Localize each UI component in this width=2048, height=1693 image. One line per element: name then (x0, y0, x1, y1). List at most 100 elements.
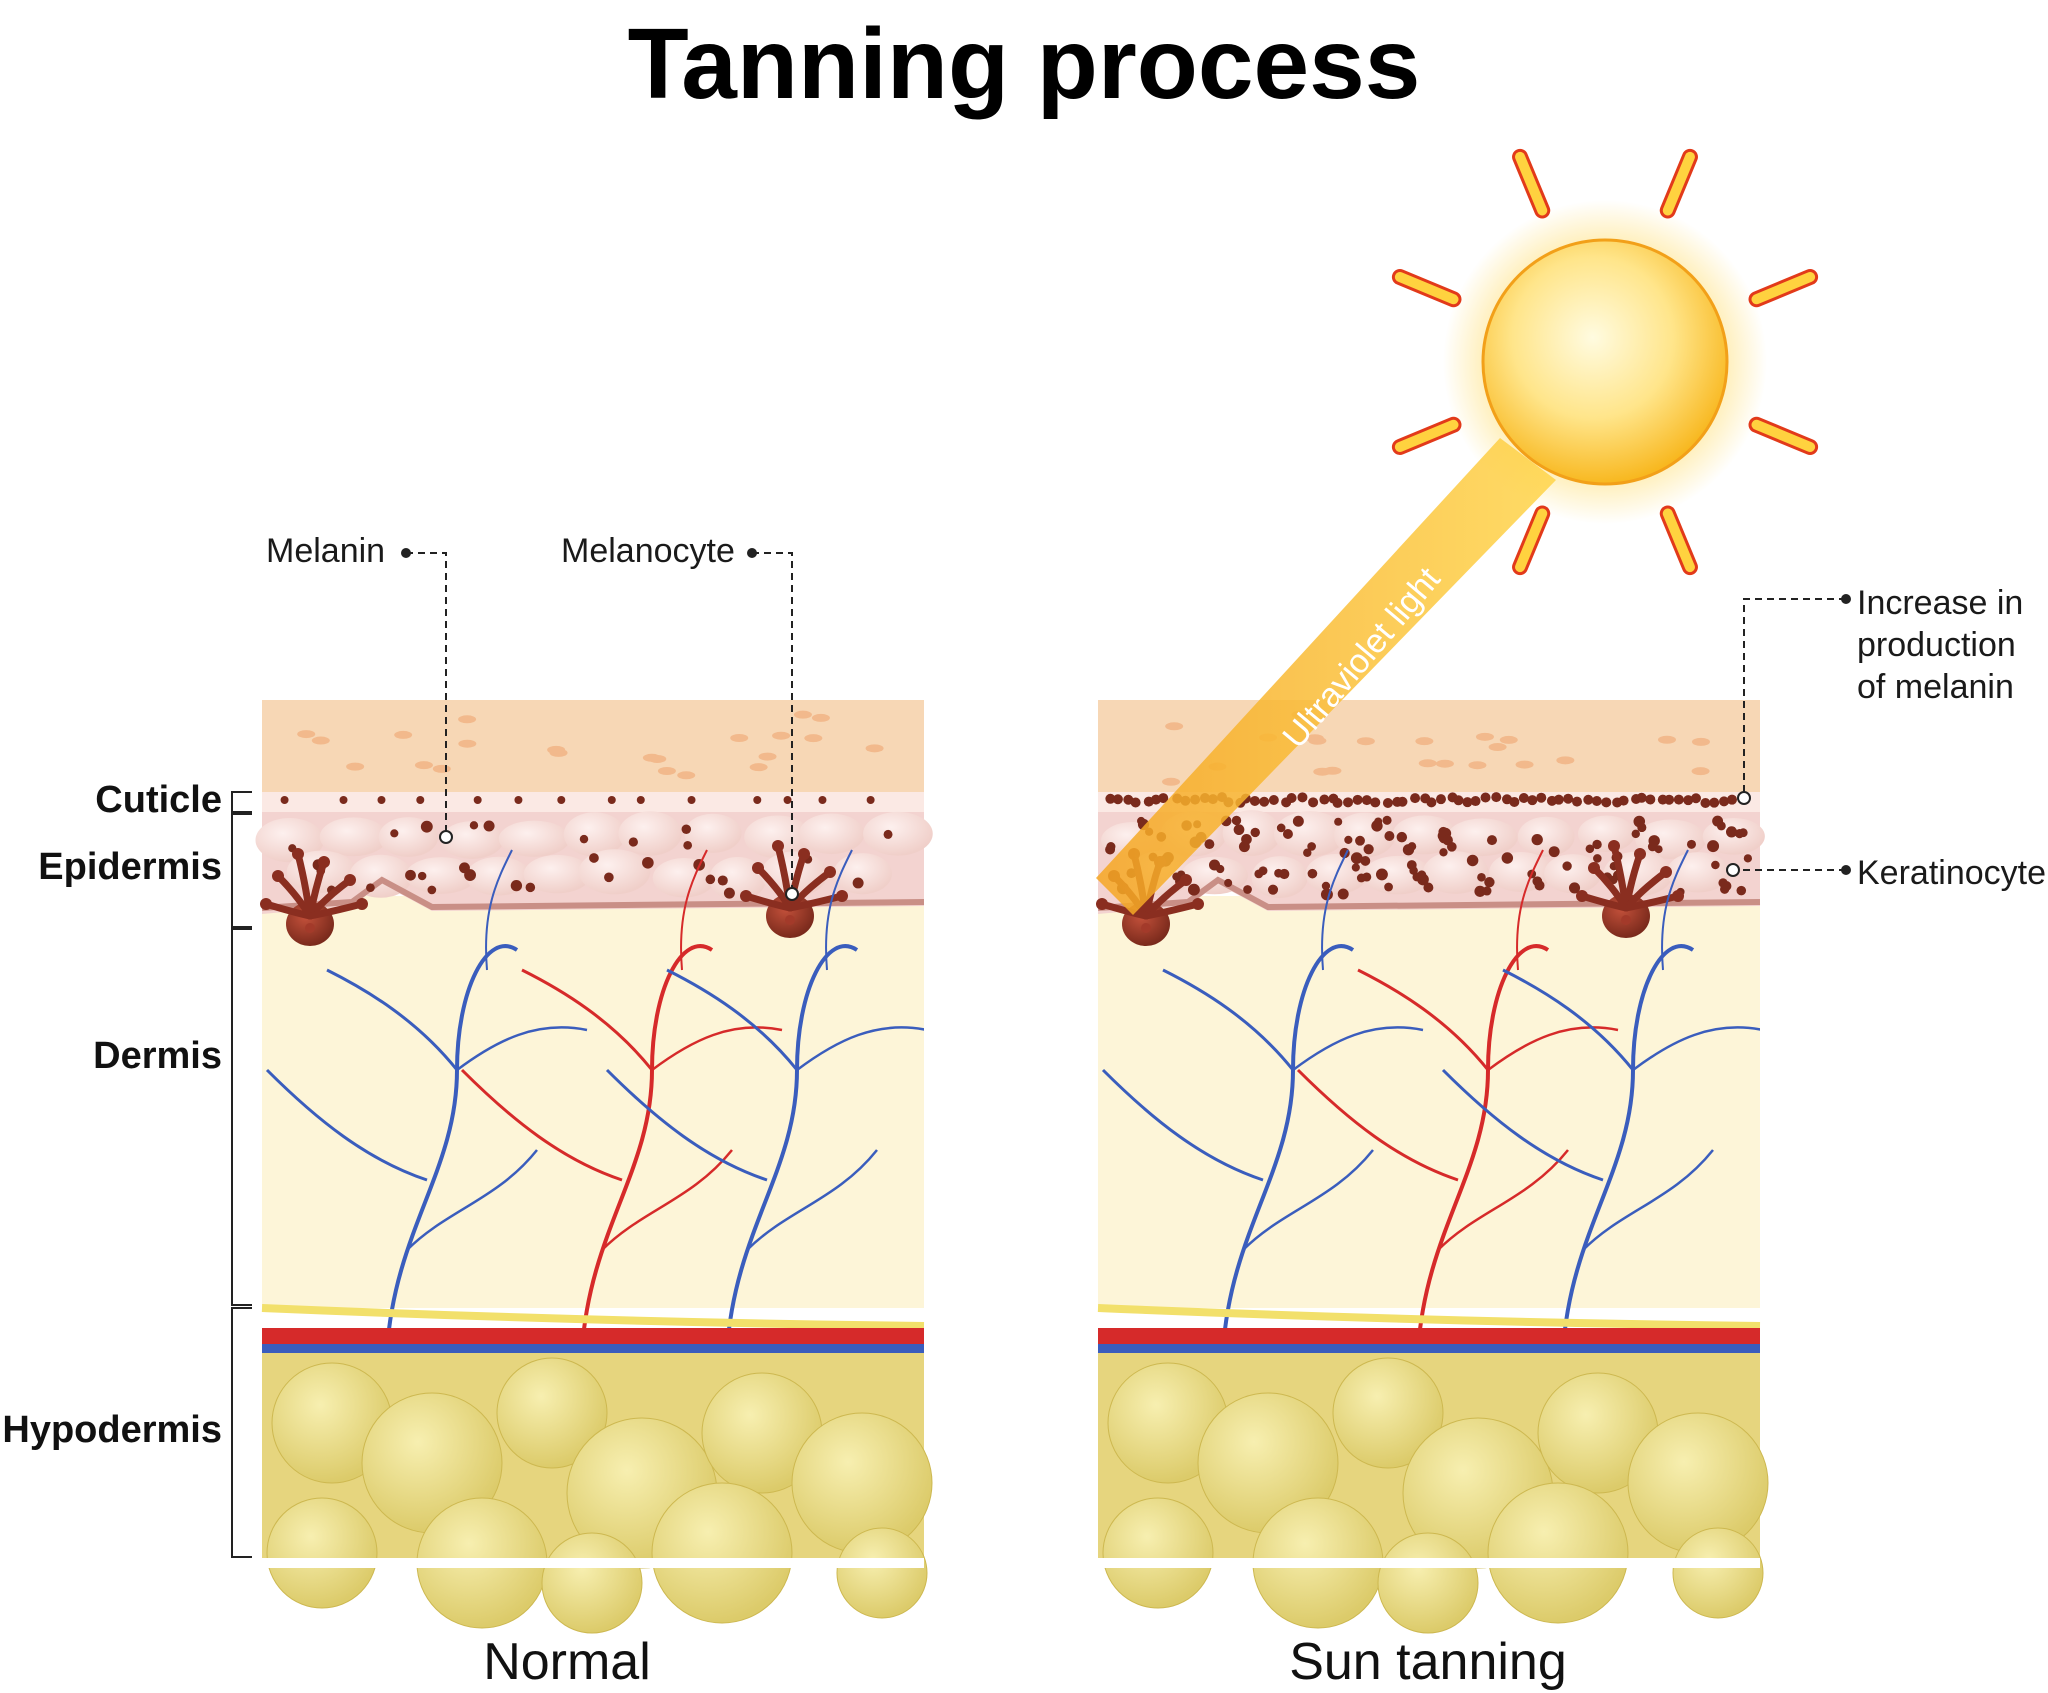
fat-cell (496, 1357, 608, 1469)
layer-brackets (231, 791, 252, 1558)
vessel-branch (666, 968, 799, 1071)
cuticle-melanin-granule (607, 796, 616, 804)
vessel-branch (1516, 849, 1544, 971)
sun-tanning-caption: Sun tanning (1289, 1633, 1567, 1691)
cuticle-melanin-granule (1591, 796, 1602, 807)
cuticle-melanin-granule (1673, 794, 1684, 805)
melanin-granule (1568, 882, 1581, 894)
surface-flake (1488, 743, 1507, 752)
vessel-branch (1502, 968, 1635, 1071)
melanocyte-dendrite-tip (356, 898, 368, 910)
vessel-branch (1582, 1149, 1714, 1251)
cuticle-melanin-granule (1470, 796, 1481, 807)
melanocyte-dendrite-tip (1588, 862, 1600, 874)
melanin-granule (1585, 844, 1595, 854)
melanin-granule (1736, 885, 1747, 896)
cuticle-melanin-granule (1158, 793, 1169, 804)
surface-flake (1415, 737, 1434, 746)
melanin-granule (469, 821, 479, 830)
cuticle-melanin-granule (1636, 792, 1647, 803)
surface-flake (677, 771, 696, 780)
melanin-granule (883, 829, 893, 839)
melanocyte-dendrite-tip (740, 890, 752, 902)
vessel-branch (680, 849, 708, 971)
cuticle-melanin-granule (1664, 794, 1675, 805)
melanin-granule (1593, 854, 1602, 863)
melanocyte-dendrite-tip (1660, 866, 1672, 878)
melanin-granule (717, 875, 728, 886)
melanin-granule (628, 837, 638, 847)
surface-flake (394, 730, 413, 739)
cuticle-melanin-granule (1618, 795, 1629, 806)
vessel-branch (406, 1149, 538, 1251)
vessel-branch (1296, 1068, 1459, 1182)
epidermis-label: Epidermis (38, 846, 222, 888)
melanocyte-dendrite-tip (344, 874, 356, 886)
keratinocyte-cell (255, 818, 324, 863)
surface-flake (1165, 722, 1184, 731)
melanin-granule (1501, 852, 1514, 864)
cuticle-melanin-granule (1572, 796, 1583, 807)
melanin-granule (1254, 869, 1264, 879)
melanin-granule (1439, 848, 1448, 857)
surface-flake (1162, 777, 1181, 786)
melanin-granule (1334, 817, 1343, 826)
cuticle-melanin-granule (1361, 795, 1372, 806)
fat-cell (1102, 1497, 1214, 1609)
cuticle-melanin-granule (1112, 794, 1123, 805)
melanin-granule (1360, 856, 1371, 866)
cuticle-melanin-granule (1297, 792, 1308, 803)
keratinocyte-cell (863, 811, 933, 856)
melanin-granule (510, 879, 523, 892)
keratinocyte-cell (563, 812, 626, 857)
keratinocyte-cell (684, 813, 742, 853)
cuticle-melanin-granule (1553, 794, 1564, 805)
melanin-granule (705, 874, 716, 885)
keratinocyte-cell (709, 857, 767, 901)
surface-flake (346, 762, 365, 771)
melanin-granule (1725, 826, 1738, 838)
increase-leader-end (1737, 791, 1751, 805)
keratinocyte-cell (1666, 852, 1730, 893)
surface-flake (1475, 732, 1494, 741)
surface-flake (432, 764, 451, 773)
surface-flake (547, 745, 566, 754)
melanin-granule (1477, 872, 1486, 882)
sun-ray (1515, 508, 1548, 573)
surface-flake (758, 752, 777, 761)
surface-flake (749, 763, 768, 772)
melanin-granule (1534, 880, 1545, 891)
sun-ray (1515, 151, 1548, 216)
melanin-granule (1303, 848, 1312, 857)
melanin-granule (366, 883, 375, 892)
dermis-vessels (265, 849, 924, 1351)
keratinocyte-cell (1273, 811, 1346, 857)
melanin-granule (852, 877, 864, 889)
surface-flake (414, 761, 433, 770)
vessel-branch (1162, 968, 1295, 1071)
diagram-title: Tanning process (628, 8, 1421, 120)
melanin-granule (1384, 882, 1393, 892)
cuticle-melanin-granule (636, 796, 645, 804)
keratinocyte-cell (1544, 854, 1602, 894)
dermis-label: Dermis (93, 1035, 222, 1077)
melanin-granule (1350, 852, 1363, 865)
keratinocyte-cell (833, 853, 892, 895)
surface-flake (1499, 735, 1518, 744)
melanocyte-dendrite-tip (1180, 874, 1192, 886)
melanocyte-dendrite-tip (824, 866, 836, 878)
cuticle-melanin-granule (1286, 793, 1297, 804)
surface-flake (458, 739, 477, 748)
sun-ray (1394, 419, 1459, 452)
melanin-granule (1292, 815, 1304, 827)
melanin-granule (1344, 835, 1353, 844)
surface-flake (1356, 737, 1375, 746)
sun-disc (1481, 238, 1729, 486)
melanocyte-dendrite-tip (1672, 890, 1684, 902)
cuticle-melanin-granule (1518, 792, 1529, 803)
cuticle-melanin-granule (1259, 796, 1270, 807)
melanin-granule (681, 824, 692, 834)
melanin-granule (1447, 842, 1457, 852)
cuticle-melanin-granule (1491, 792, 1502, 803)
keratinocyte-cell (319, 817, 388, 857)
